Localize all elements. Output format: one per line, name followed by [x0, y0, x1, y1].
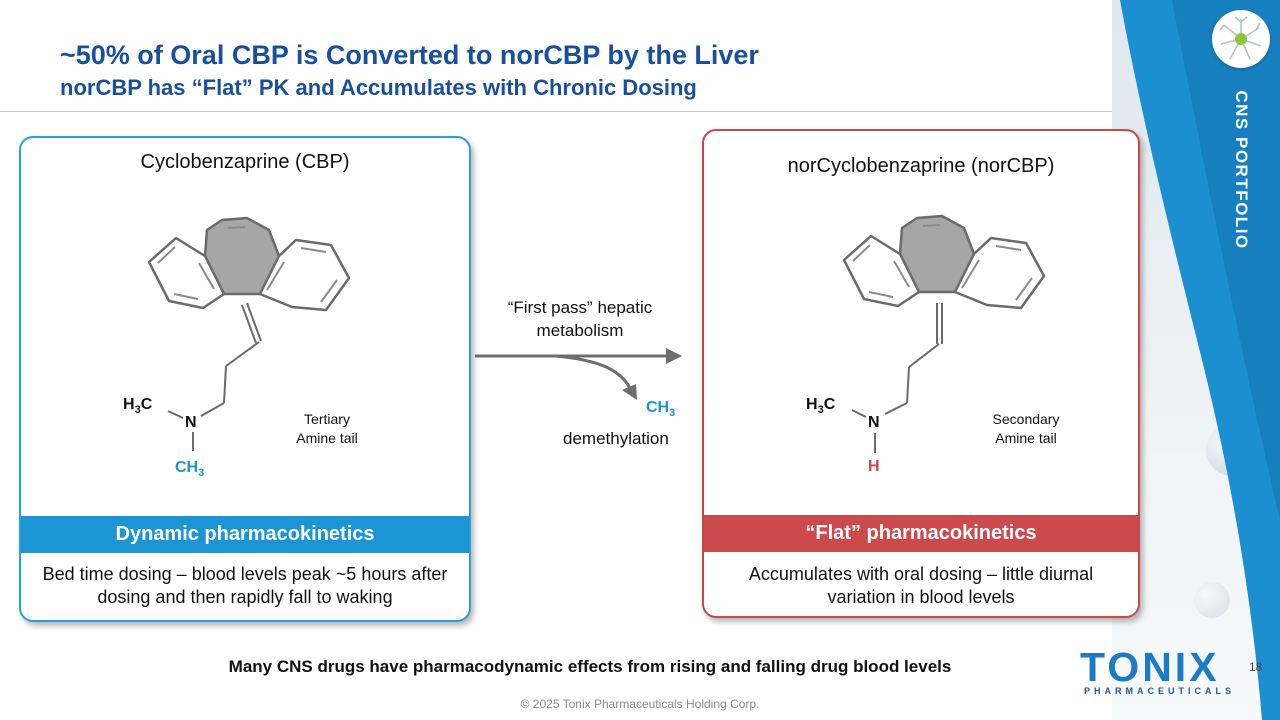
dynamic-pk-banner: Dynamic pharmacokinetics: [21, 516, 469, 553]
demethylation-label: demethylation: [563, 429, 669, 448]
tertiary-amine-label: Tertiary Amine tail: [296, 411, 358, 446]
conversion-arrows: [475, 348, 682, 400]
norcbp-description: Accumulates with oral dosing – little di…: [748, 564, 1094, 607]
tonix-logo-tagline: PHARMACEUTICALS: [1084, 686, 1235, 696]
title-divider: [0, 111, 1112, 112]
h3c-group: H3C: [806, 396, 836, 417]
flat-pk-banner: “Flat” pharmacokinetics: [704, 515, 1138, 552]
methyl-group: CH3: [175, 459, 205, 480]
cbp-card: Cyclobenzaprine (CBP) H3C N CH3 Terti: [19, 136, 471, 622]
hydrogen-atom: H: [868, 458, 880, 475]
sidebar-panel: [1112, 0, 1280, 720]
footer-note: Many CNS drugs have pharmacodynamic effe…: [228, 657, 952, 676]
norcbp-card-title: norCyclobenzaprine (norCBP): [787, 155, 1055, 177]
norcbp-structure: [842, 214, 1046, 453]
page-subtitle: norCBP has “Flat” PK and Accumulates wit…: [60, 75, 697, 100]
cbp-card-title: Cyclobenzaprine (CBP): [140, 151, 350, 173]
removed-methyl-group: CH3: [646, 399, 676, 420]
tonix-logo: TONIX: [1080, 644, 1220, 690]
metabolism-label: “First pass” hepatic metabolism: [507, 298, 653, 340]
portfolio-label: CNS PORTFOLIO: [1232, 90, 1251, 250]
neuron-icon: [1219, 16, 1262, 60]
nitrogen-atom: N: [868, 414, 880, 431]
cbp-structure: [147, 216, 351, 451]
h3c-group: H3C: [123, 396, 153, 417]
nitrogen-atom: N: [185, 414, 197, 431]
secondary-amine-label: Secondary Amine tail: [992, 411, 1060, 446]
page-title: ~50% of Oral CBP is Converted to norCBP …: [60, 40, 759, 70]
neuron-icon-badge: [1212, 10, 1270, 68]
copyright: © 2025 Tonix Pharmaceuticals Holding Cor…: [520, 697, 760, 711]
page-number: 18: [1249, 660, 1263, 674]
norcbp-card: norCyclobenzaprine (norCBP) H3C N H S: [702, 129, 1140, 618]
cbp-description: Bed time dosing – blood levels peak ~5 h…: [42, 564, 448, 607]
